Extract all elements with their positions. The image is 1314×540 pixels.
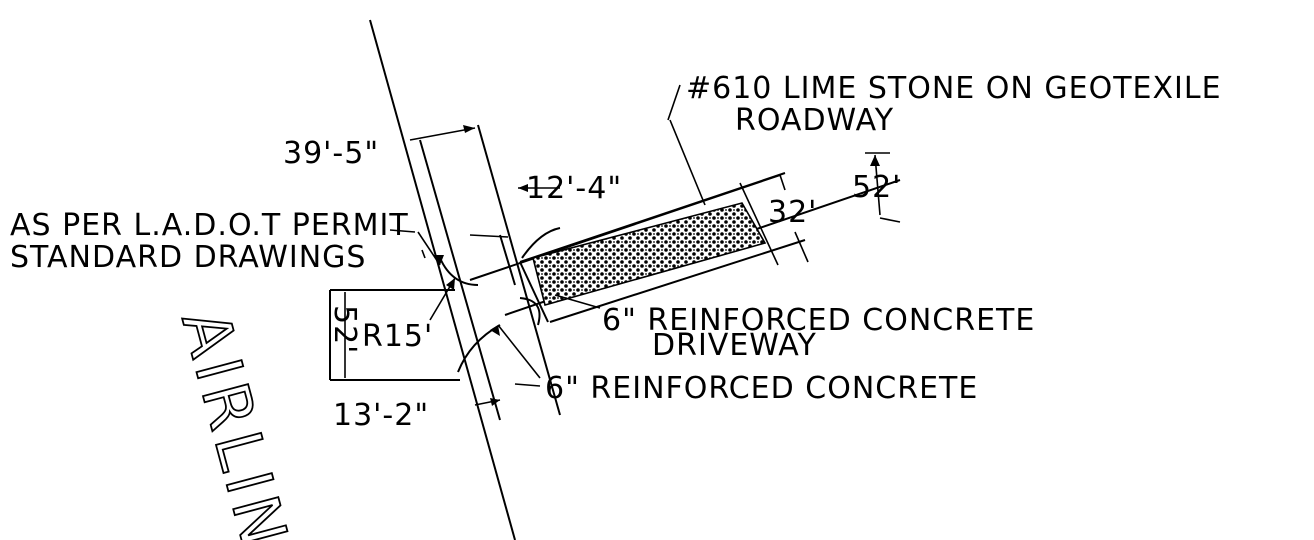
limestone-label-line2: ROADWAY [735, 103, 894, 138]
radius-label: R15' [362, 319, 433, 354]
dimension-32: 32' [768, 195, 817, 230]
arrowheads [434, 125, 880, 406]
limestone-label-line1: #610 LIME STONE ON GEOTEXILE [686, 71, 1222, 106]
concrete-driveway-label-line2: DRIVEWAY [652, 328, 817, 363]
street-name-label: AIRLIN [167, 303, 302, 540]
dimension-39-5: 39'-5" [283, 136, 379, 171]
limestone-hatched-area [532, 202, 767, 306]
concrete-driveway-label-line1: 6" REINFORCED CONCRETE [602, 303, 1035, 338]
dimension-52-left: 52' [327, 305, 362, 354]
roadway-edges [369, 19, 561, 540]
dimension-12-4: 12'-4" [526, 171, 622, 206]
concrete-apron-label: 6" REINFORCED CONCRETE [545, 371, 978, 406]
permit-label-line1: AS PER L.A.D.O.T PERMIT [10, 208, 409, 243]
dimension-52-right: 52' [852, 170, 901, 205]
dimension-13-2: 13'-2" [333, 398, 429, 433]
permit-label-line2: STANDARD DRAWINGS [10, 240, 366, 275]
dimension-lines [344, 84, 901, 406]
